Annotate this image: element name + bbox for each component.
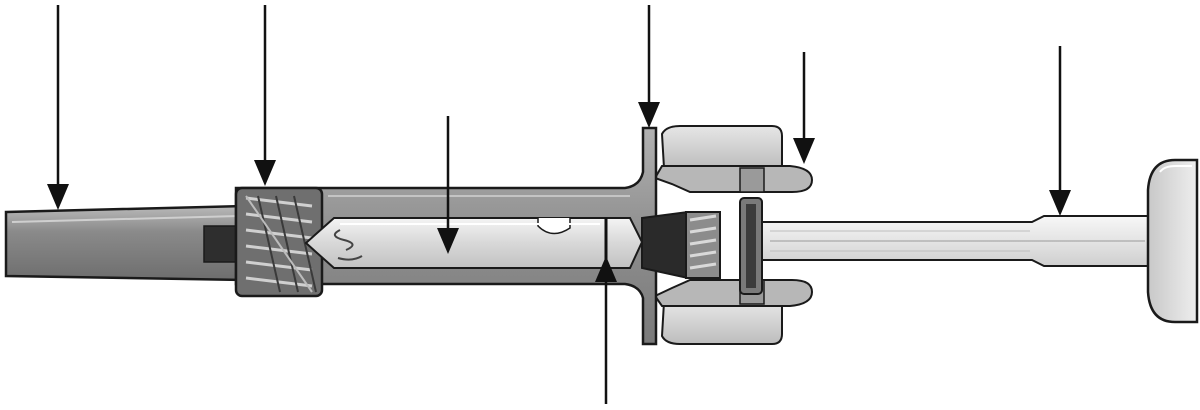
callout-arrow-finger-flange xyxy=(638,5,660,128)
rubber-stopper xyxy=(641,197,763,295)
needle-cap xyxy=(4,204,246,282)
plunger-guard-lower xyxy=(653,279,814,345)
callout-arrow-plunger-guard-tab xyxy=(793,52,815,164)
plunger-rod xyxy=(759,215,1151,267)
plunger-guard-upper xyxy=(653,125,814,193)
callout-arrow-cap xyxy=(47,5,69,210)
callout-arrows xyxy=(47,5,1071,404)
callout-arrow-stopper-line xyxy=(595,256,617,404)
callout-arrow-medicine-chamber xyxy=(437,116,459,254)
plunger-thumb-button xyxy=(1146,158,1199,324)
callout-arrow-threaded-collar xyxy=(254,5,276,186)
medicine-cartridge xyxy=(304,217,644,269)
callout-arrow-plunger-rod xyxy=(1049,46,1071,216)
